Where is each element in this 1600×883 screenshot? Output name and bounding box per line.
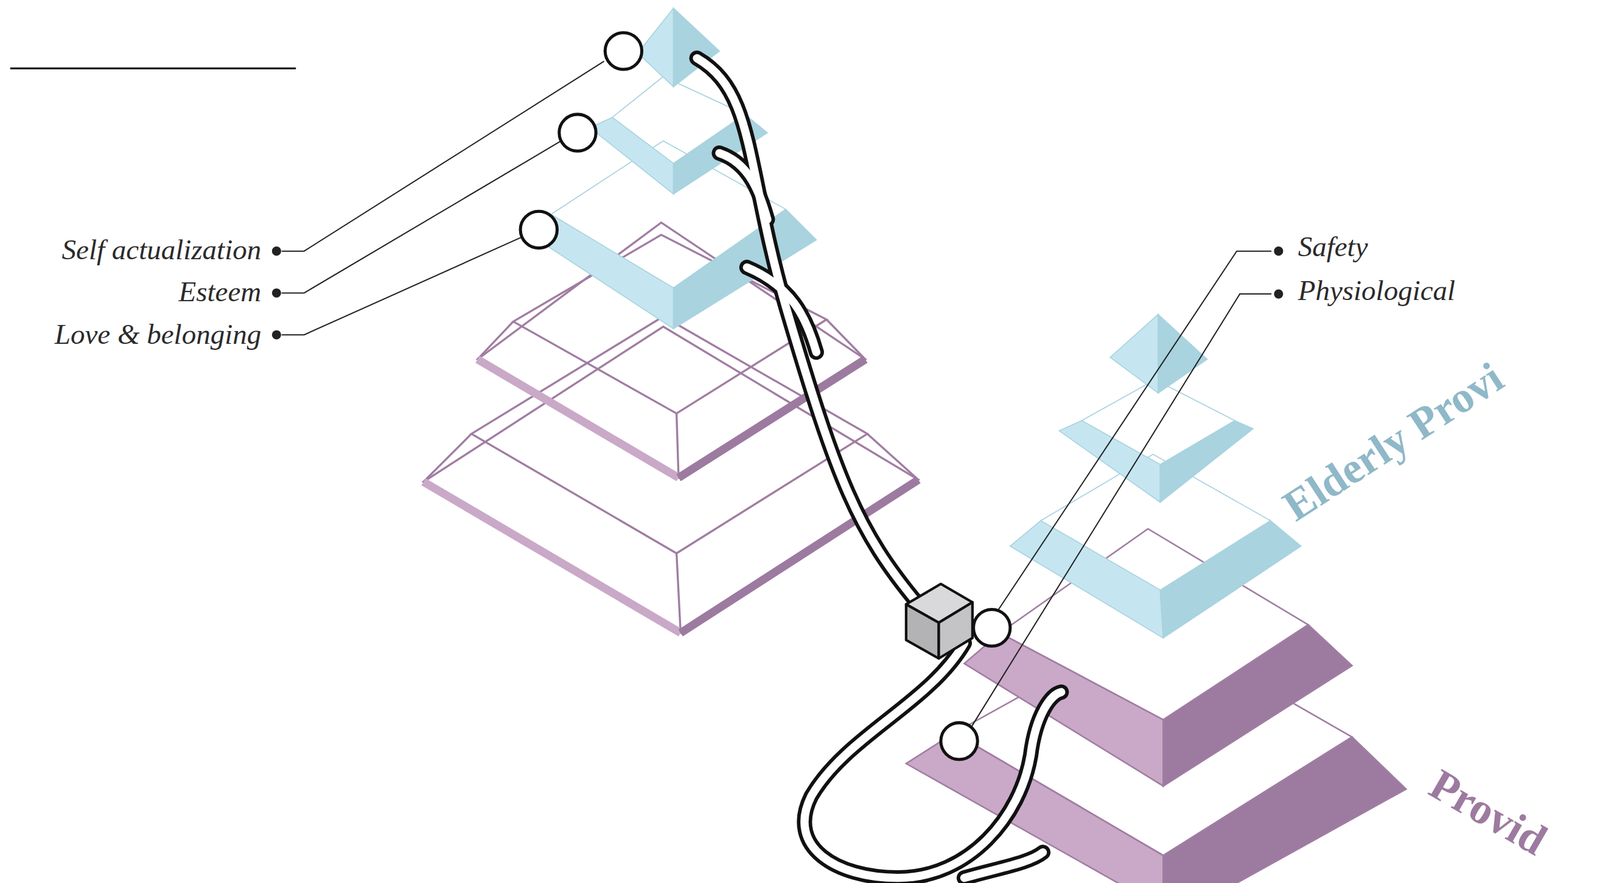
level-label: Safety: [1298, 232, 1369, 262]
level-label: Love & belonging: [54, 320, 262, 349]
pyramid-title: Elderly Provi: [1275, 354, 1510, 529]
level-label: Self actualization: [62, 235, 262, 265]
pyramid-title: Provid: [1422, 761, 1554, 863]
level-label: Esteem: [178, 277, 262, 307]
level-label: Physiological: [1298, 276, 1456, 305]
